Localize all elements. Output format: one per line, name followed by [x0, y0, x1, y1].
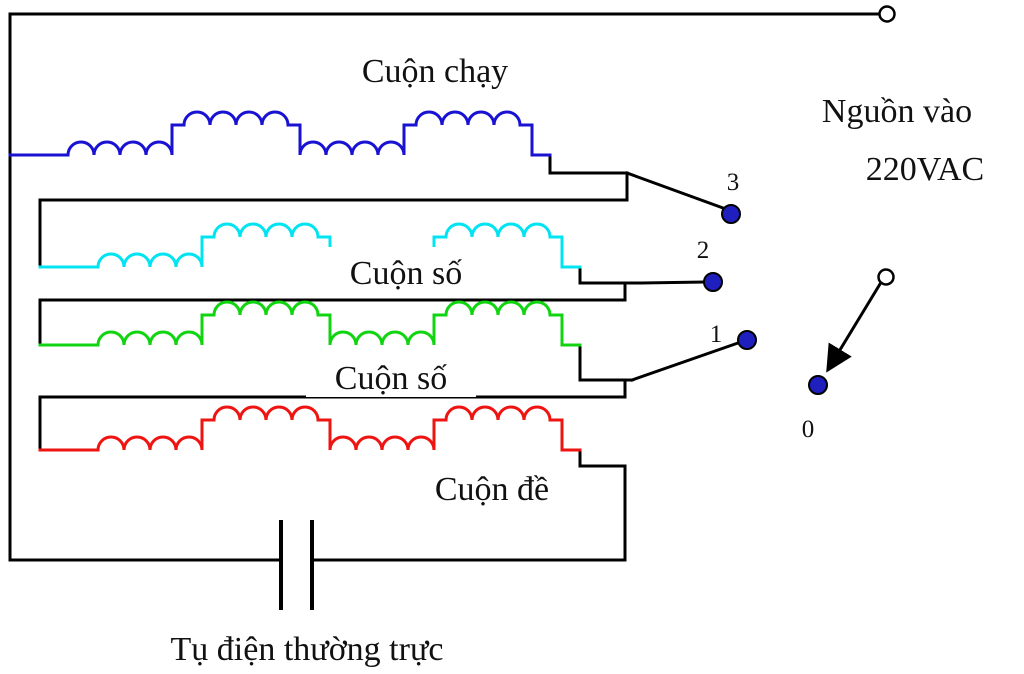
speed-coil-lower-winding — [38, 300, 582, 347]
capacitor-right-wire — [310, 464, 627, 562]
tap-label-2: 2 — [697, 237, 710, 264]
speed-lower-lead — [578, 343, 634, 382]
source-label-line2: 220VAC — [866, 151, 984, 188]
label-mask-upper — [320, 247, 492, 289]
start-coil-winding — [38, 405, 582, 452]
label-mask-lower — [306, 355, 476, 397]
source-label-line1: Nguồn vào — [822, 93, 972, 130]
tap-label-1: 1 — [710, 321, 723, 348]
tap1-wire — [630, 341, 740, 382]
capacitor-label: Tụ điện thường trực — [171, 631, 444, 668]
tap2-wire — [640, 280, 706, 285]
run-to-speed-link — [38, 171, 629, 269]
speed-coil-lower-label: Cuộn số — [335, 360, 447, 397]
speed-link — [38, 281, 627, 347]
switch-pivot-terminal — [877, 268, 895, 286]
tap-terminal-0 — [808, 375, 828, 395]
tap3-wire — [625, 171, 725, 210]
black-wiring — [8, 12, 883, 610]
speed-coil-upper-winding — [38, 222, 582, 269]
tap-terminal-2 — [703, 272, 723, 292]
switch-arm-wire — [826, 281, 883, 373]
run-coil-label: Cuộn chạy — [362, 53, 508, 90]
run-coil-lead — [548, 153, 629, 175]
run-coil-winding — [8, 110, 552, 157]
tap-label-0: 0 — [802, 416, 815, 443]
tap-label-3: 3 — [727, 169, 740, 196]
start-coil-label: Cuộn đề — [435, 471, 549, 508]
tap-terminal-3 — [721, 204, 741, 224]
start-coil-lead — [578, 448, 627, 468]
speed-coil-upper-label: Cuộn số — [350, 255, 462, 292]
source-terminal-top — [878, 5, 896, 23]
speed-upper-lead — [578, 265, 644, 285]
tap-terminal-1 — [737, 330, 757, 350]
